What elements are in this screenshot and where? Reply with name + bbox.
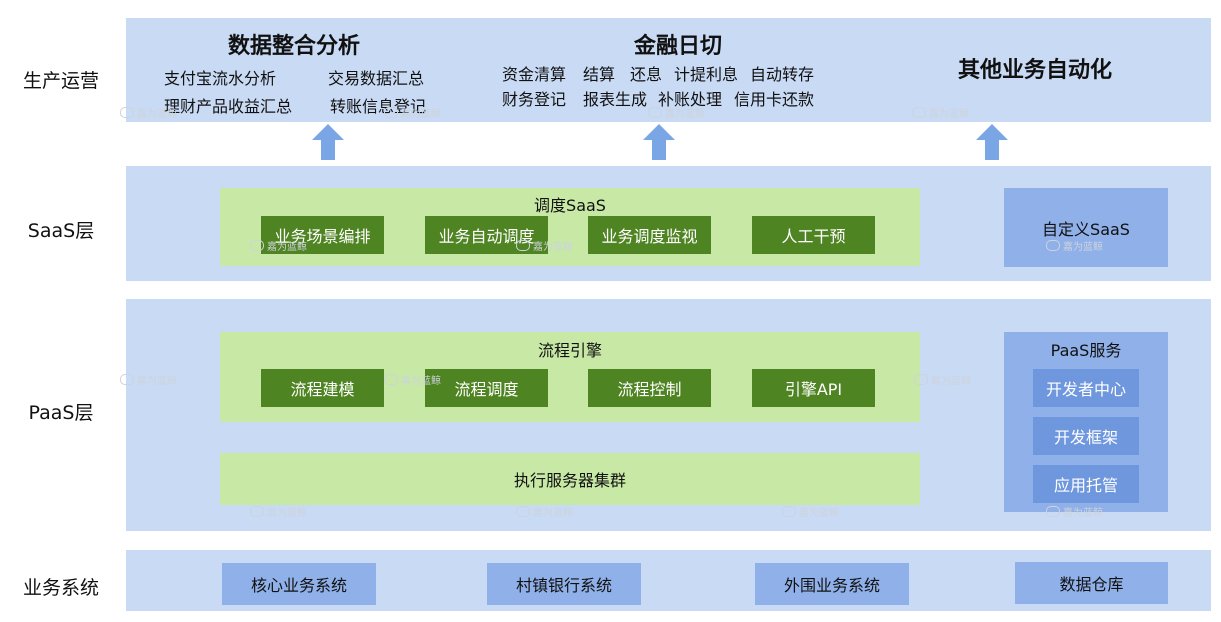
row-label-saas: SaaS层 [27, 220, 95, 242]
finance-eod-item: 财务登记 [502, 90, 567, 109]
saas-module: 业务自动调度 [425, 216, 548, 254]
up-arrow-icon [312, 124, 344, 160]
saas-band: 调度SaaS 业务场景编排 业务自动调度 业务调度监视 人工干预 自定义SaaS… [126, 166, 1211, 281]
biz-band: 核心业务系统 村镇银行系统 外围业务系统 数据仓库 [126, 550, 1211, 611]
data-integration-item: 理财产品收益汇总 [164, 97, 293, 116]
up-arrow-icon [976, 124, 1008, 160]
paas-services-box: PaaS服务 开发者中心 开发框架 应用托管 [1004, 332, 1168, 512]
row-label-biz: 业务系统 [22, 577, 99, 599]
engine-module: 流程控制 [588, 369, 711, 407]
scheduling-saas-title: 调度SaaS [534, 196, 606, 215]
scheduling-saas-box: 调度SaaS 业务场景编排 业务自动调度 业务调度监视 人工干预 [220, 188, 920, 266]
finance-eod-item: 资金清算 [502, 65, 567, 84]
engine-module: 引擎API [752, 369, 875, 407]
finance-eod-item: 补账处理 [658, 90, 723, 109]
watermark: 嘉为蓝鲸 [250, 504, 307, 519]
finance-eod-item: 计提利息 [674, 65, 739, 84]
data-integration-item: 交易数据汇总 [328, 69, 425, 88]
finance-eod-item: 还息 [630, 65, 663, 84]
paas-service-item: 应用托管 [1033, 465, 1139, 503]
saas-module: 业务场景编排 [261, 216, 384, 254]
biz-system-box: 核心业务系统 [222, 563, 376, 605]
process-engine-box: 流程引擎 流程建模 流程调度 流程控制 引擎API [220, 332, 920, 422]
watermark: 嘉为蓝鲸 [648, 105, 705, 120]
biz-system-box: 数据仓库 [1015, 562, 1168, 604]
finance-eod-title: 金融日切 [634, 34, 723, 59]
watermark: 嘉为蓝鲸 [120, 372, 177, 387]
finance-eod-item: 结算 [583, 65, 616, 84]
execution-cluster-box: 执行服务器集群 [220, 453, 920, 505]
ops-band: 数据整合分析 支付宝流水分析 交易数据汇总 理财产品收益汇总 转账信息登记 金融… [120, 18, 1211, 122]
data-integration-title: 数据整合分析 [228, 34, 361, 59]
paas-service-item: 开发者中心 [1033, 369, 1139, 407]
watermark: 嘉为蓝鲸 [912, 105, 969, 120]
data-integration-item: 转账信息登记 [330, 97, 427, 116]
watermark: 嘉为蓝鲸 [782, 504, 839, 519]
finance-eod-item: 自动转存 [750, 65, 815, 84]
watermark: 嘉为蓝鲸 [384, 372, 441, 387]
data-integration-item: 支付宝流水分析 [164, 69, 277, 88]
paas-band: 流程引擎 流程建模 流程调度 流程控制 引擎API 执行服务器集群 PaaS服务… [120, 299, 1211, 531]
up-arrow-icon [643, 124, 675, 160]
engine-module: 流程调度 [425, 369, 548, 407]
finance-eod-item: 信用卡还款 [734, 90, 815, 109]
engine-module: 流程建模 [261, 369, 384, 407]
watermark: 嘉为蓝鲸 [384, 105, 441, 120]
watermark: 嘉为蓝鲸 [516, 238, 573, 253]
saas-module: 业务调度监视 [588, 216, 711, 254]
process-engine-title: 流程引擎 [537, 341, 602, 360]
biz-system-box: 村镇银行系统 [487, 563, 641, 605]
other-automation-title: 其他业务自动化 [958, 58, 1113, 83]
watermark: 嘉为蓝鲸 [516, 504, 573, 519]
finance-eod-item: 报表生成 [583, 90, 648, 109]
saas-module: 人工干预 [752, 216, 875, 254]
watermark: 嘉为蓝鲸 [1046, 238, 1103, 253]
watermark: 嘉为蓝鲸 [120, 105, 177, 120]
biz-system-box: 外围业务系统 [755, 563, 909, 605]
paas-services-title: PaaS服务 [1050, 341, 1122, 360]
watermark: 嘉为蓝鲸 [250, 238, 307, 253]
row-label-paas: PaaS层 [28, 402, 94, 424]
watermark: 嘉为蓝鲸 [914, 372, 971, 387]
row-label-ops: 生产运营 [22, 70, 99, 92]
custom-saas-box: 自定义SaaS [1004, 188, 1168, 267]
paas-service-item: 开发框架 [1033, 417, 1139, 455]
watermark: 嘉为蓝鲸 [1046, 504, 1103, 519]
